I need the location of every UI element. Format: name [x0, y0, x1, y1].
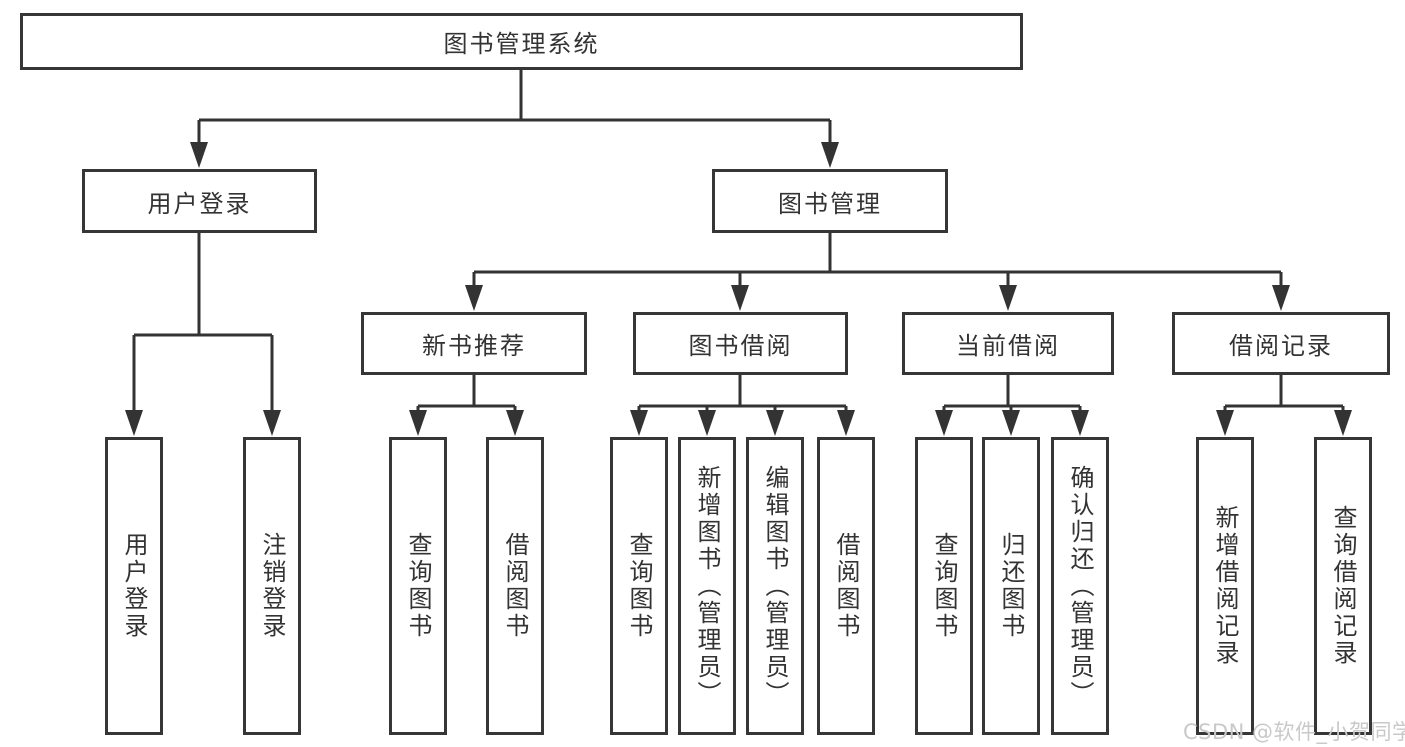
node-borrowing-records: 借阅记录: [1172, 312, 1390, 375]
watermark: CSDN @软件_小贺同学: [1183, 720, 1405, 744]
leaf-cb-query-books: 查询图书: [915, 437, 973, 735]
leaf-user-login: 用户登录: [105, 437, 163, 735]
leaf-br-add-record: 新增借阅记录: [1196, 437, 1254, 735]
node-book-borrowing: 图书借阅: [633, 312, 848, 375]
leaf-cb-return-books: 归还图书: [982, 437, 1040, 735]
leaf-nbr-borrow-books: 借阅图书: [486, 437, 544, 735]
leaf-logout: 注销登录: [243, 437, 301, 735]
leaf-br-query-record: 查询借阅记录: [1314, 437, 1372, 735]
leaf-bb-edit-books-admin: 编辑图书（管理员）: [746, 437, 804, 735]
node-new-book-recommend: 新书推荐: [361, 312, 587, 375]
node-user-login: 用户登录: [82, 169, 317, 233]
node-book-management: 图书管理: [712, 169, 948, 233]
node-root: 图书管理系统: [20, 13, 1023, 70]
leaf-bb-borrow-books: 借阅图书: [817, 437, 875, 735]
leaf-bb-add-books-admin: 新增图书（管理员）: [678, 437, 736, 735]
leaf-nbr-query-books: 查询图书: [389, 437, 447, 735]
node-current-borrowing: 当前借阅: [902, 312, 1114, 375]
leaf-bb-query-books: 查询图书: [610, 437, 668, 735]
leaf-cb-confirm-return-admin: 确认归还（管理员）: [1051, 437, 1109, 735]
